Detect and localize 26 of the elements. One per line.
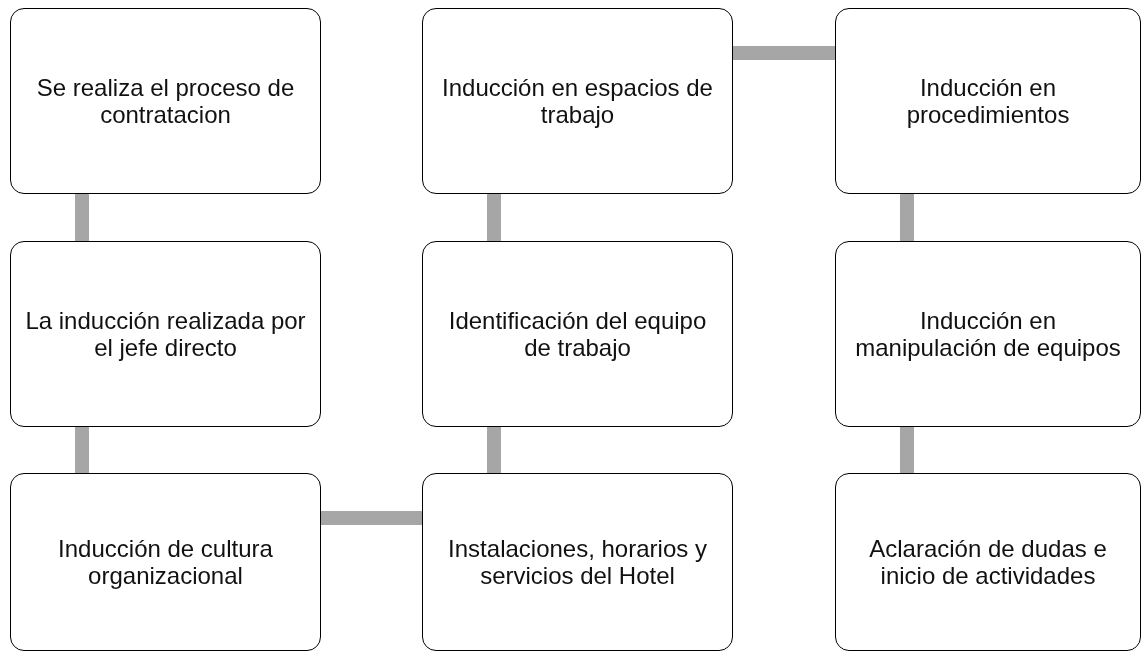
process-box — [10, 241, 321, 427]
process-box — [422, 241, 733, 427]
box-text: La inducción realizada por el jefe directo — [25, 306, 306, 362]
connector-bar — [487, 194, 501, 241]
connector-bar — [321, 511, 422, 525]
connector-bar — [900, 194, 914, 241]
connector-bar — [900, 427, 914, 473]
box-text: Inducción en manipulación de equipos — [854, 306, 1122, 362]
box-text: Identificación del equipo de trabajo — [447, 306, 708, 362]
connector-bar — [75, 194, 89, 241]
connector-bar — [733, 46, 835, 60]
box-text: Instalaciones, horarios y servicios del Hotel — [447, 534, 708, 590]
process-box — [422, 8, 733, 194]
process-box — [835, 473, 1141, 651]
box-text: Inducción de cultura organizacional — [57, 534, 274, 590]
process-box — [10, 8, 321, 194]
box-text: Aclaración de dudas e inicio de actividades — [868, 534, 1108, 590]
box-text: Inducción en espacios de trabajo — [441, 73, 714, 129]
process-box — [10, 473, 321, 651]
connector-bar — [75, 427, 89, 473]
process-box — [835, 241, 1141, 427]
box-text: Inducción en procedimientos — [905, 73, 1071, 129]
box-text: Se realiza el proceso de contratacion — [35, 73, 296, 129]
process-box — [422, 473, 733, 651]
process-box — [835, 8, 1141, 194]
connector-bar — [487, 427, 501, 473]
